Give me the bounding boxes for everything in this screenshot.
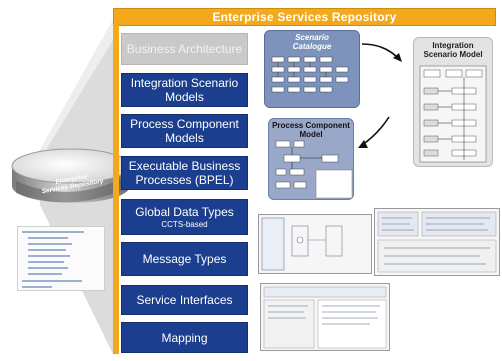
- category-service-interfaces[interactable]: Service Interfaces: [121, 285, 248, 315]
- arrow-head-1: [393, 53, 402, 62]
- integration-scenario-model-title-line1: Integration: [432, 41, 474, 50]
- tree-row: [22, 231, 84, 233]
- process-component-model-title-line1: Process Component: [272, 121, 350, 130]
- category-sublabel: CCTS-based: [161, 219, 208, 229]
- category-business-architecture[interactable]: Business Architecture: [121, 33, 248, 65]
- arrow-catalogue-to-integration: [361, 43, 399, 59]
- category-label: Process Component Models: [130, 117, 239, 145]
- category-label: Message Types: [142, 252, 227, 266]
- category-process-component-models[interactable]: Process Component Models: [121, 114, 248, 148]
- category-message-types[interactable]: Message Types: [121, 242, 248, 276]
- page-title: Enterprise Services Repository: [113, 8, 496, 26]
- pcm-note-box: [315, 169, 353, 199]
- integration-scenario-model-title: Integration Scenario Model: [413, 41, 493, 59]
- category-label: Mapping: [161, 330, 208, 345]
- category-global-data-types[interactable]: Global Data Types CCTS-based: [121, 199, 248, 235]
- category-mapping[interactable]: Mapping: [121, 322, 248, 353]
- category-label: Executable Business Processes (BPEL): [128, 159, 241, 187]
- category-executable-business-processes[interactable]: Executable Business Processes (BPEL): [121, 156, 248, 190]
- category-label: Integration Scenario Models: [130, 76, 239, 104]
- wedge-highlight: [40, 20, 113, 150]
- tree-row: [28, 261, 64, 263]
- category-label: Global Data Types: [135, 204, 234, 219]
- drum-band: [16, 176, 127, 203]
- scenario-catalogue-title-line2: Catalogue: [292, 42, 332, 51]
- tree-row: [28, 243, 72, 245]
- tree-row: [28, 255, 70, 257]
- tree-row: [28, 249, 66, 251]
- process-component-model-title-line2: Model: [299, 130, 323, 139]
- category-label: Service Interfaces: [136, 293, 233, 307]
- category-label: Business Architecture: [126, 42, 243, 56]
- category-integration-scenario-models[interactable]: Integration Scenario Models: [121, 73, 248, 107]
- tree-row: [28, 273, 62, 275]
- integration-scenario-model-title-line2: Scenario Model: [423, 50, 483, 59]
- tree-row: [28, 237, 68, 239]
- scenario-catalogue-title: Scenario Catalogue: [264, 33, 360, 51]
- tree-row: [28, 267, 68, 269]
- tree-row: [22, 286, 52, 288]
- tree-row: [22, 280, 82, 282]
- process-component-model-title: Process Component Model: [268, 121, 354, 139]
- scenario-catalogue-title-line1: Scenario: [295, 33, 329, 42]
- header-side-strip: [113, 24, 119, 354]
- arrow-head-2: [358, 140, 368, 148]
